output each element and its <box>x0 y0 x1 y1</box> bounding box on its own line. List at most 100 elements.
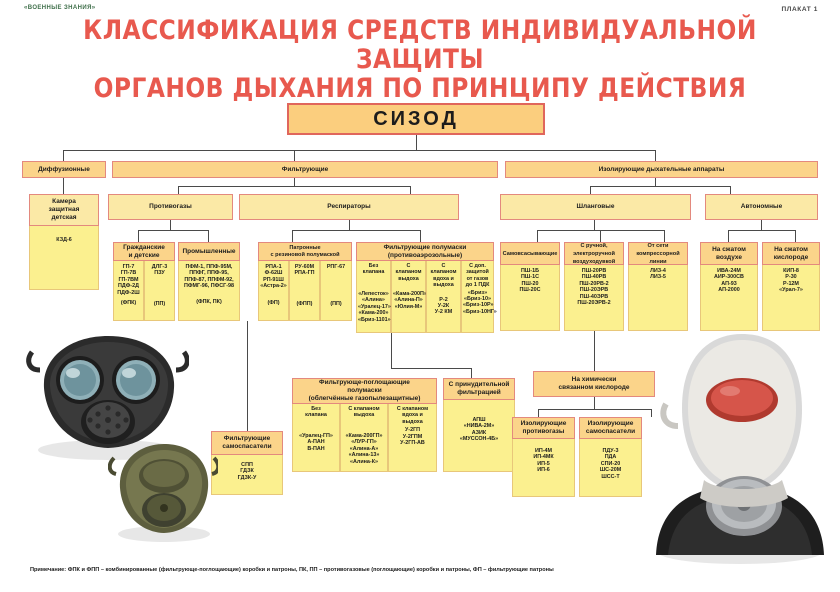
list-halfmask-3: С клапаном вдоха и выдоха Р-2 У-2К У-2 К… <box>426 261 461 333</box>
list-forced-filtration-items: АПШ «НИВА-2М» АЗИК «МУССОН-4Б» <box>459 417 499 443</box>
page-title: КЛАССИФИКАЦИЯ СРЕДСТВ ИНДИВИДУАЛЬНОЙ ЗАЩ… <box>17 16 823 103</box>
connector-auto-down <box>761 220 762 230</box>
connector-filtering-right <box>410 186 411 194</box>
list-gp-industrial-items: ПФМ-1, ППФ-95М, ППФГ, ППФ-95, ППФ-87, ПП… <box>183 264 235 290</box>
connector-hose-a <box>537 230 538 242</box>
connector-gasmask-bus <box>138 230 208 231</box>
list-absorbing-2-head: С клапаном выдоха <box>348 406 380 419</box>
list-isolating-self-rescue-items: ПДУ-3 ПДА СПИ-20 ШС-20М ШСС-Т <box>599 448 622 480</box>
connector-chem-bus <box>538 409 651 410</box>
connector-isolating-left <box>590 186 591 194</box>
group-forced-filtration: С принудительной фильтрацией <box>443 378 515 400</box>
list-halfmask-1: Без клапана «Лепесток» «Алина» «Уралец-1… <box>356 261 391 333</box>
connector-resp-down <box>349 220 350 230</box>
group-isolating-gasmasks: Изолирующие противогазы <box>512 417 575 439</box>
list-gp-child-sub: (ПП) <box>153 300 166 307</box>
plate-number: ПЛАКАТ 1 <box>781 6 818 13</box>
list-halfmask-2: С клапаном выдоха «Кама-200П» «Алина-П» … <box>391 261 427 333</box>
connector-auto-air <box>728 230 729 242</box>
photo-gasmask-gp7 <box>26 336 189 460</box>
list-gp-civil-sub: (ФПК) <box>120 300 137 307</box>
connector-absorbing-down <box>391 333 392 368</box>
connector-hose-b <box>600 230 601 242</box>
footnote: Примечание: ФПК и ФПП – комбинированные … <box>30 567 554 573</box>
list-filter-self-rescue-items: СПП ГДЗК ГДЗК-У <box>237 462 257 481</box>
list-isolating-gasmasks-items: ИП-4М ИП-4МК ИП-5 ИП-6 <box>533 448 554 474</box>
list-filter-self-rescue: СПП ГДЗК ГДЗК-У <box>211 455 283 495</box>
list-absorbing-2: С клапаном выдоха «Кама-200ГП» «ЛУР-ГП» … <box>340 404 388 472</box>
list-halfmask-1-items: «Лепесток» «Алина» «Уралец-17» «Кама-200… <box>358 291 391 323</box>
list-halfmask-3-items: Р-2 У-2К У-2 КМ <box>434 296 453 316</box>
list-cartridge-3: РПГ-67 (ПП) <box>320 261 352 321</box>
connector-isolating-right <box>730 186 731 194</box>
photo-isolating-hood <box>656 334 824 564</box>
connector-gasmask-down <box>170 220 171 230</box>
title-line-2: ОРГАНОВ ДЫХАНИЯ ПО ПРИНЦИПУ ДЕЙСТВИЯ <box>93 73 747 104</box>
list-cartridge-2-sub: (ФПП) <box>296 300 313 307</box>
connector-chem-split <box>594 397 595 409</box>
list-halfmask-2-items: «Кама-200П» «Алина-П» «Юлия-М» <box>393 291 427 310</box>
list-absorbing-3-head: С клапаном вдоха и выдоха <box>396 406 429 425</box>
connector-resp-halfmask <box>420 230 421 242</box>
list-halfmask-2-head: С клапаном выдоха <box>395 263 422 282</box>
list-auto-compressed-air: ИВА-24М АИР-300СВ АП-93 АП-2000 <box>700 265 758 331</box>
group-hose-self-suction: Самовсасывающие <box>500 242 560 265</box>
list-absorbing-2-items: «Кама-200ГП» «ЛУР-ГП» «Алина-А» «Алина-1… <box>345 433 383 465</box>
list-gp-industrial: ПФМ-1, ППФ-95М, ППФГ, ППФ-95, ППФ-87, ПП… <box>178 261 240 321</box>
tier2-child-chamber: Камера защитная детская <box>29 194 99 226</box>
list-hose-self-suction: ПШ-1Б ПШ-1С ПШ-20 ПШ-20С <box>500 265 560 331</box>
tier2-autonomous: Автономные <box>705 194 818 220</box>
connector-self-rescue-v <box>247 321 248 431</box>
list-cartridge-1-sub: (ФП) <box>267 299 280 306</box>
list-hose-blower: ПШ-20РВ ПШ-40РВ ПШ-20РВ-2 ПШ-20ЭРВ ПШ-40… <box>564 265 624 331</box>
group-chem-bound-oxygen: На химически связанном кислороде <box>533 371 655 397</box>
group-cartridge-rubber: Патронные с резиновой полумаской <box>258 242 352 261</box>
publisher-brand: «ВОЕННЫЕ ЗНАНИЯ» <box>24 5 96 11</box>
list-forced-filtration: АПШ «НИВА-2М» АЗИК «МУССОН-4Б» <box>443 400 515 472</box>
list-hose-self-suction-items: ПШ-1Б ПШ-1С ПШ-20 ПШ-20С <box>519 268 541 294</box>
list-gp-child-items: ДЛГ-3 ПЗУ <box>151 264 168 277</box>
connector-forced-down <box>471 368 472 378</box>
title-line-1: КЛАССИФИКАЦИЯ СРЕДСТВ ИНДИВИДУАЛЬНОЙ ЗАЩ… <box>83 15 757 75</box>
tier1-filtering: Фильтрующие <box>112 161 498 178</box>
group-hose-blower: С ручной, электроручной воздуходувкой <box>564 242 624 265</box>
connector-resp-cartridge <box>292 230 293 242</box>
connector-chem-down <box>594 331 595 371</box>
list-auto-compressed-air-items: ИВА-24М АИР-300СВ АП-93 АП-2000 <box>714 268 744 294</box>
list-isolating-gasmasks: ИП-4М ИП-4МК ИП-5 ИП-6 <box>512 439 575 497</box>
tier2-hose: Шланговые <box>500 194 691 220</box>
connector-chem-left <box>538 409 539 417</box>
list-gp-civil-items: ГП-7 ГП-7В ГП-7ВМ ПДФ-2Д ПДФ-2Ш <box>117 264 140 296</box>
connector-filtering-bus <box>178 186 410 187</box>
connector-auto-oxygen <box>795 230 796 242</box>
connector-auto-bus <box>728 230 795 231</box>
group-hose-compressor: От сети компрессорной линии <box>628 242 688 265</box>
connector-hose-down <box>594 220 595 230</box>
list-gp-civil: ГП-7 ГП-7В ГП-7ВМ ПДФ-2Д ПДФ-2Ш (ФПК) <box>113 261 144 321</box>
list-halfmask-3-head: С клапаном вдоха и выдоха <box>430 263 457 289</box>
connector-filtering-left <box>178 186 179 194</box>
list-gp-child: ДЛГ-3 ПЗУ (ПП) <box>144 261 175 321</box>
connector-isolating-down <box>655 178 656 186</box>
tier2-gasmasks: Противогазы <box>108 194 233 220</box>
list-absorbing-1-items: «Уралец-ГП» А-ПАН В-ПАН <box>299 433 333 452</box>
list-cartridge-1: РПА-1 Ф-62Ш РП-91Ш «Астра-2» (ФП) <box>258 261 289 321</box>
photo-respirator-olive <box>108 444 218 542</box>
list-hose-compressor-items: ЛИЗ-4 ЛИЗ-5 <box>650 268 666 281</box>
list-halfmask-1-head: Без клапана <box>362 263 385 276</box>
connector-hose-c <box>664 230 665 242</box>
list-halfmask-4-items: «Бриз» «Бриз-10» «Бриз-10Р» «Бриз-10НГ» <box>463 289 497 315</box>
connector-root-down <box>416 135 417 150</box>
connector-tier1-bus <box>63 150 655 151</box>
list-absorbing-1: Без клапана «Уралец-ГП» А-ПАН В-ПАН <box>292 404 340 472</box>
list-halfmask-4-head: С доп. защитой от газов до 1 ПДК <box>465 263 490 289</box>
connector-filtering-down <box>294 178 295 186</box>
group-auto-compressed-air: На сжатом воздухе <box>700 242 758 265</box>
connector-resp-bus <box>292 230 420 231</box>
connector-tier1-mid <box>294 150 295 161</box>
connector-isolating-bus <box>590 186 730 187</box>
group-auto-compressed-oxygen: На сжатом кислороде <box>762 242 820 265</box>
list-absorbing-1-head: Без клапана <box>305 406 327 419</box>
tier2-respirators: Респираторы <box>239 194 459 220</box>
